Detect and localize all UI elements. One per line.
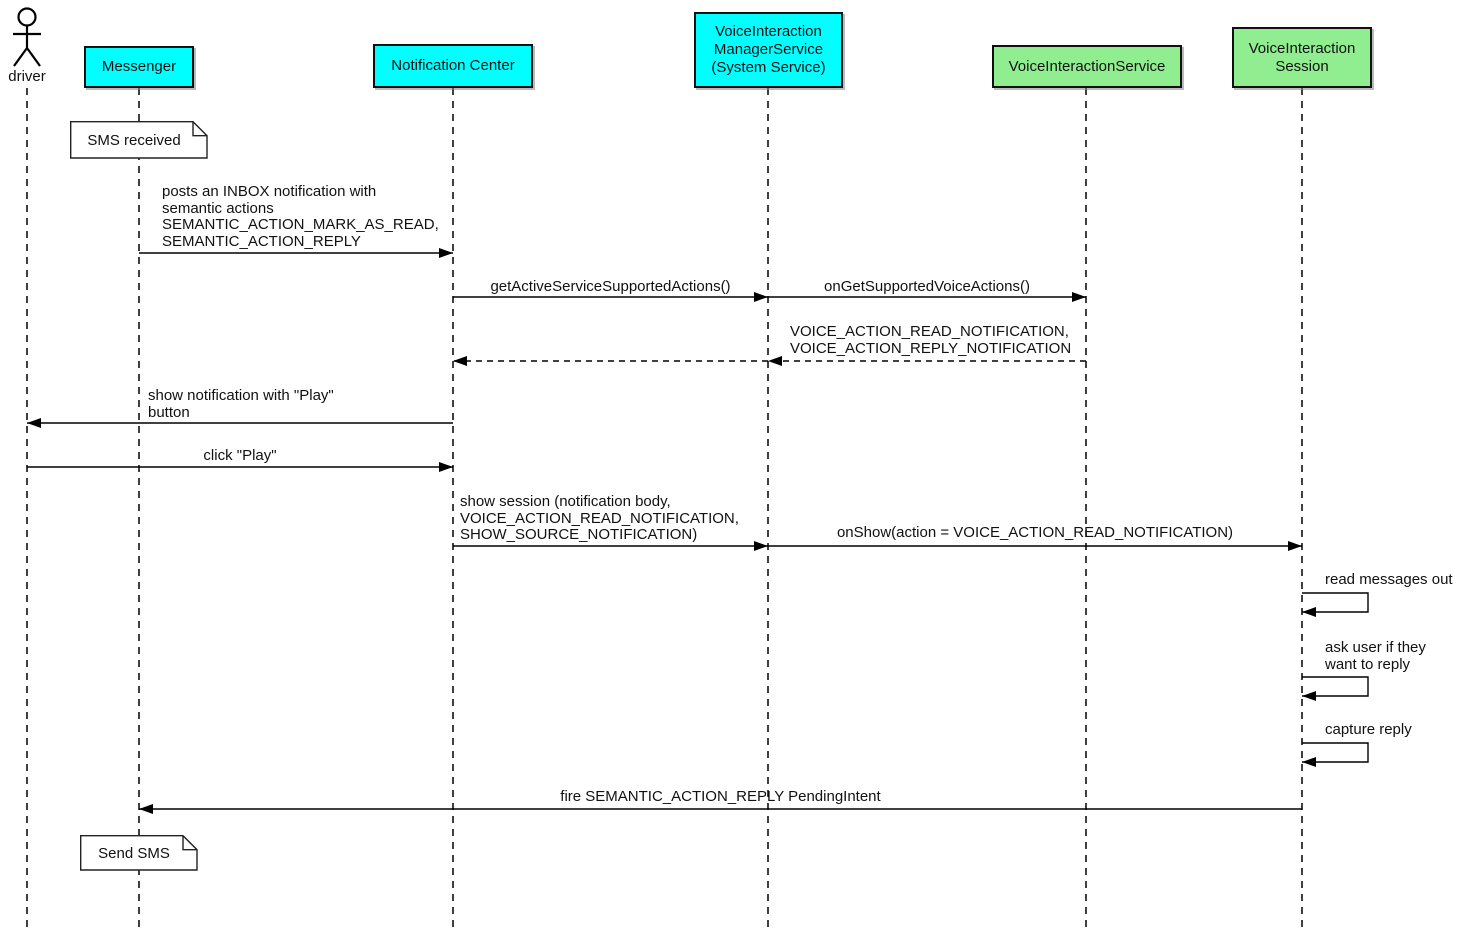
message-arrow-11-self <box>1302 742 1369 767</box>
participant-box-voice-interaction-session: VoiceInteraction Session <box>1232 27 1372 88</box>
message-label-posts-inbox-notification: posts an INBOX notification with semanti… <box>162 183 439 250</box>
participant-box-voice-interaction-service: VoiceInteractionService <box>992 45 1182 88</box>
message-arrow-9-self <box>1302 592 1369 617</box>
message-label-show-notification-play-button: show notification with "Play" button <box>148 387 334 421</box>
note-sms-received-text: SMS received <box>87 131 181 149</box>
note-sms-received: SMS received <box>69 120 208 159</box>
actor-driver-label: driver <box>8 68 46 85</box>
message-label-show-session: show session (notification body, VOICE_A… <box>460 493 739 543</box>
note-shape <box>69 120 208 159</box>
actor-driver-icon <box>13 7 41 67</box>
message-label-on-get-supported-voice-actions: onGetSupportedVoiceActions() <box>824 278 1030 295</box>
message-label-voice-action-return: VOICE_ACTION_READ_NOTIFICATION, VOICE_AC… <box>790 323 1072 357</box>
message-label-get-active-service-supported-actions: getActiveServiceSupportedActions() <box>490 278 731 295</box>
message-label-capture-reply: capture reply <box>1325 721 1412 738</box>
message-label-read-messages-out: read messages out <box>1325 571 1453 588</box>
message-label-click-play: click "Play" <box>203 447 277 464</box>
participant-box-notification-center: Notification Center <box>373 44 533 88</box>
message-label-fire-semantic-action-reply: fire SEMANTIC_ACTION_REPLY PendingIntent <box>560 788 881 805</box>
note-shape <box>79 834 198 871</box>
participant-box-voice-interaction-manager-service: VoiceInteraction ManagerService (System … <box>694 12 843 88</box>
message-arrow-10-self <box>1302 676 1369 701</box>
note-send-sms: Send SMS <box>79 834 198 871</box>
participant-box-messenger: Messenger <box>84 46 194 88</box>
message-label-on-show-action: onShow(action = VOICE_ACTION_READ_NOTIFI… <box>836 524 1234 541</box>
message-label-ask-user-reply: ask user if they want to reply <box>1325 639 1426 673</box>
note-send-sms-text: Send SMS <box>98 844 170 862</box>
